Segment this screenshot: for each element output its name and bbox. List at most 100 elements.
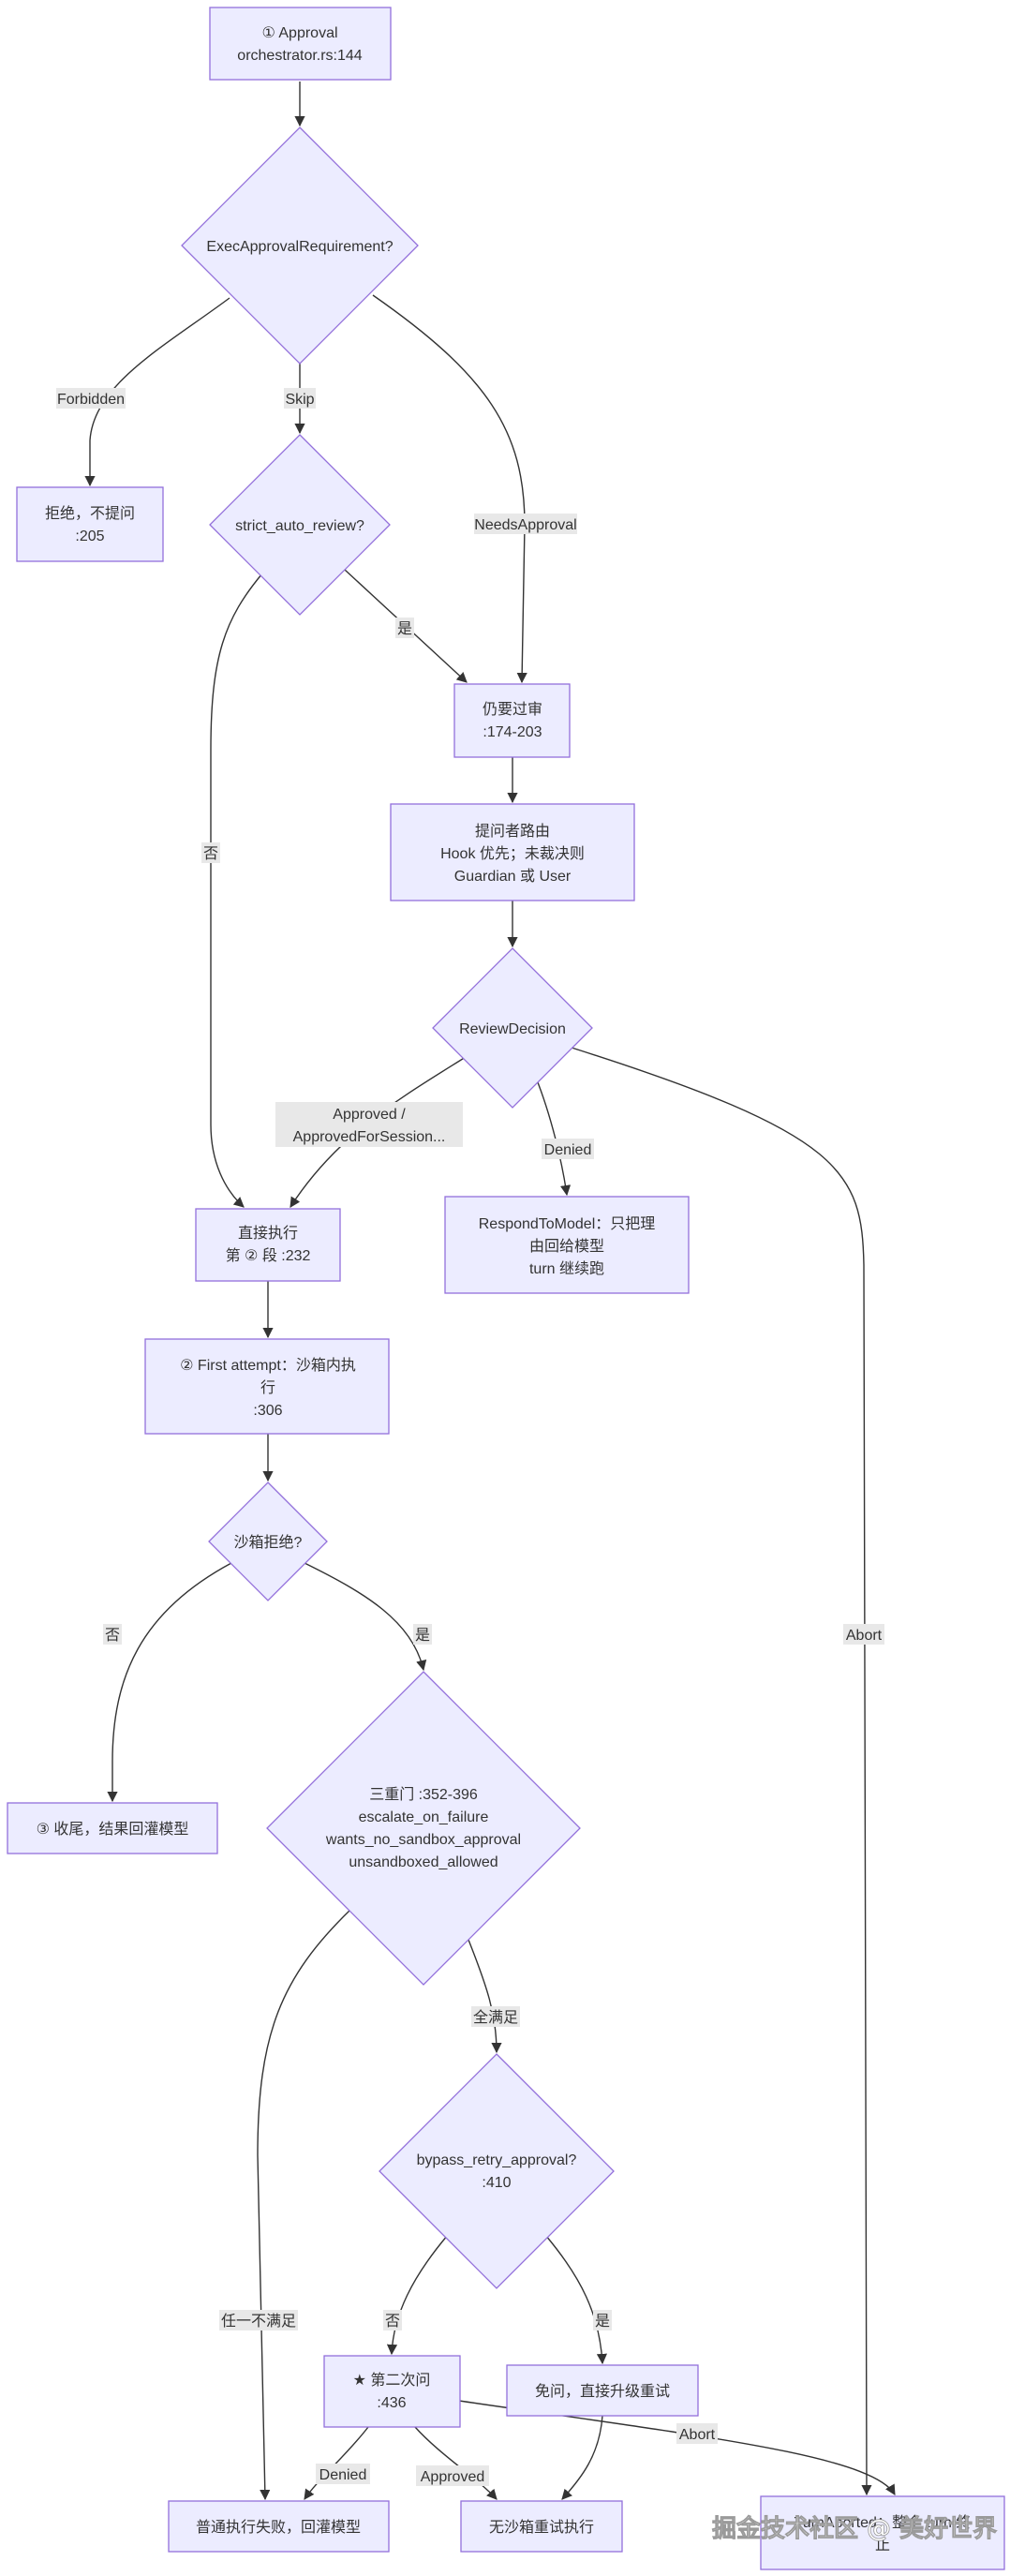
svg-text:Denied: Denied — [544, 1142, 592, 1158]
node-no-ask-text: 免问，直接升级重试 — [535, 2383, 670, 2400]
node-respond-to-model: RespondToModel：只把理 由回给模型 turn 继续跑 — [444, 1196, 690, 1294]
label-bypass-no: 否 — [383, 2310, 402, 2330]
node-still-review-line-2: :174-203 — [483, 724, 542, 740]
node-respond-line-2: 由回给模型 — [529, 1238, 604, 1255]
node-approval-line-1: ① Approval — [261, 25, 337, 41]
edge-exec-req-forbidden — [84, 297, 230, 487]
node-gates-line-3: wants_no_sandbox_approval — [325, 1832, 521, 1848]
svg-text:任一不满足: 任一不满足 — [221, 2313, 296, 2330]
label-sandbox-no: 否 — [103, 1624, 122, 1645]
node-approval: ① Approval orchestrator.rs:144 — [209, 7, 392, 81]
svg-text:Forbidden: Forbidden — [57, 392, 125, 408]
svg-text:全满足: 全满足 — [473, 2009, 518, 2026]
label-any-not-met: 任一不满足 — [219, 2310, 298, 2330]
node-normal-fail: 普通执行失败，回灌模型 — [168, 2500, 390, 2553]
node-no-sandbox-retry: 无沙箱重试执行 — [460, 2500, 623, 2553]
node-router-line-2: Hook 优先；未裁决则 — [440, 845, 585, 862]
svg-text:Abort: Abort — [679, 2427, 716, 2443]
node-first-line-1: ② First attempt：沙箱内执 — [180, 1357, 356, 1374]
label-strict-yes: 是 — [395, 618, 414, 638]
edge-strict-no — [210, 573, 263, 1208]
node-router-line-1: 提问者路由 — [475, 823, 550, 840]
label-all-met: 全满足 — [471, 2006, 520, 2027]
node-router: 提问者路由 Hook 优先；未裁决则 Guardian 或 User — [390, 803, 635, 901]
edges — [84, 82, 896, 2501]
node-wrapup-text: ③ 收尾，结果回灌模型 — [37, 1821, 189, 1838]
node-strict-text: strict_auto_review? — [235, 518, 364, 534]
node-direct-line-1: 直接执行 — [238, 1225, 298, 1242]
node-bypass-line-2: :410 — [482, 2175, 511, 2191]
edge-exec-req-needs-approval — [372, 294, 527, 684]
node-turn-aborted: TurnAborted：整个 turn 终 止 — [760, 2495, 1005, 2570]
label-skip: Skip — [284, 388, 316, 409]
node-first-attempt: ② First attempt：沙箱内执 行 :306 — [144, 1338, 390, 1435]
node-exec-req-text: ExecApprovalRequirement? — [206, 239, 393, 255]
node-direct-exec: 直接执行 第 ② 段 :232 — [195, 1208, 341, 1282]
svg-text:Approved: Approved — [421, 2469, 485, 2485]
svg-text:NeedsApproval: NeedsApproval — [474, 517, 576, 533]
node-still-review: 仍要过审 :174-203 — [453, 683, 571, 758]
edge-no-ask-to-retry — [561, 2415, 603, 2500]
label-second-abort: Abort — [676, 2423, 718, 2444]
node-wrapup: ③ 收尾，结果回灌模型 — [7, 1802, 218, 1854]
node-normal-fail-text: 普通执行失败，回灌模型 — [196, 2519, 361, 2536]
node-bypass-retry: bypass_retry_approval? :410 — [379, 2053, 615, 2289]
svg-text:否: 否 — [105, 1628, 120, 1644]
label-strict-no: 否 — [201, 842, 220, 863]
node-no-sandbox-retry-text: 无沙箱重试执行 — [489, 2519, 594, 2536]
node-respond-line-1: RespondToModel：只把理 — [479, 1215, 656, 1232]
svg-text:Skip: Skip — [285, 392, 314, 408]
edge-gates-any-not-met — [257, 1909, 351, 2501]
label-sandbox-yes: 是 — [413, 1624, 432, 1645]
node-gates-line-4: unsandboxed_allowed — [349, 1854, 498, 1870]
node-gates-line-1: 三重门 :352-396 — [369, 1786, 478, 1803]
node-second-ask: ★ 第二次问 :436 — [323, 2355, 461, 2428]
label-needs-approval: NeedsApproval — [474, 514, 577, 534]
node-exec-approval-requirement: ExecApprovalRequirement? — [181, 127, 419, 365]
label-approved: Approved / ApprovedForSession... — [275, 1102, 463, 1147]
node-reject: 拒绝，不提问 :205 — [16, 486, 164, 562]
edge-sandbox-no — [107, 1562, 232, 1803]
svg-text:是: 是 — [595, 2314, 610, 2330]
edge-second-approved — [414, 2426, 498, 2500]
edge-labels: Forbidden Skip NeedsApproval 是 否 Approve… — [56, 388, 884, 2486]
node-bypass-line-1: bypass_retry_approval? — [417, 2152, 577, 2168]
node-three-gates: 三重门 :352-396 escalate_on_failure wants_n… — [266, 1671, 581, 1986]
node-router-line-3: Guardian 或 User — [454, 868, 572, 885]
node-second-line-1: ★ 第二次问 — [353, 2372, 431, 2389]
svg-text:ApprovedForSession...: ApprovedForSession... — [293, 1129, 446, 1145]
label-bypass-yes: 是 — [593, 2310, 612, 2330]
label-forbidden: Forbidden — [56, 388, 126, 409]
watermark: 掘金技术社区 @ 美好世界 — [712, 2514, 997, 2543]
node-still-review-line-1: 仍要过审 — [483, 701, 542, 718]
node-respond-line-3: turn 继续跑 — [529, 1260, 604, 1277]
node-sandbox-deny: 沙箱拒绝? — [208, 1482, 328, 1601]
label-decision-denied: Denied — [542, 1139, 594, 1159]
node-strict-auto-review: strict_auto_review? — [209, 434, 391, 616]
svg-text:Abort: Abort — [846, 1628, 883, 1644]
node-second-line-2: :436 — [377, 2395, 406, 2411]
edge-gates-all-met — [466, 1934, 502, 2054]
node-gates-line-2: escalate_on_failure — [359, 1809, 489, 1825]
node-turn-aborted-line-2: 止 — [875, 2537, 890, 2554]
node-approval-line-2: orchestrator.rs:144 — [237, 48, 363, 64]
node-no-ask-retry: 免问，直接升级重试 — [506, 2364, 699, 2417]
label-second-denied: Denied — [316, 2464, 370, 2484]
node-first-line-2: 行 — [260, 1379, 275, 1396]
node-turn-aborted-line-1: TurnAborted：整个 turn 终 — [795, 2514, 972, 2531]
edge-decision-abort — [571, 1047, 872, 2496]
label-second-approved: Approved — [416, 2465, 489, 2486]
edge-second-denied — [304, 2426, 369, 2500]
node-review-decision: ReviewDecision — [432, 947, 593, 1109]
svg-text:Denied: Denied — [319, 2467, 367, 2483]
node-direct-line-2: 第 ② 段 :232 — [226, 1247, 311, 1264]
label-decision-abort: Abort — [843, 1624, 884, 1645]
svg-text:是: 是 — [415, 1628, 430, 1644]
node-reject-line-1: 拒绝，不提问 — [45, 505, 135, 522]
svg-text:Approved /: Approved / — [333, 1107, 406, 1123]
svg-text:否: 否 — [385, 2314, 400, 2330]
svg-text:否: 否 — [203, 846, 218, 862]
node-first-line-3: :306 — [253, 1403, 282, 1419]
svg-text:是: 是 — [397, 621, 412, 637]
